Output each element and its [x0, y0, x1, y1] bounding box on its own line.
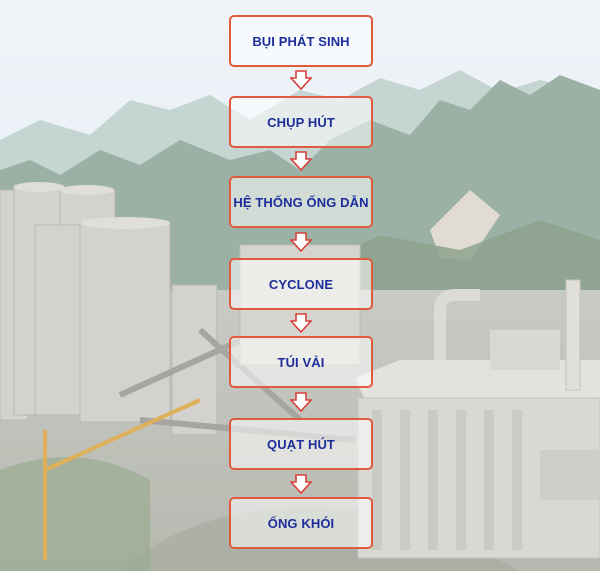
down-arrow-icon: [290, 474, 312, 494]
step-box-duct-system: HỆ THỐNG ỐNG DẪN: [229, 176, 373, 228]
step-box-bag-filter: TÚI VẢI: [229, 336, 373, 388]
silo-tops: [14, 182, 170, 229]
step-label: HỆ THỐNG ỐNG DẪN: [233, 194, 369, 210]
step-label: ỐNG KHÓI: [267, 515, 335, 531]
step-box-dust-generation: BỤI PHÁT SINH: [229, 15, 373, 67]
crane: [43, 398, 201, 560]
side-building: [490, 330, 560, 370]
main-building: [355, 360, 600, 559]
step-label: BỤI PHÁT SINH: [252, 33, 350, 49]
down-arrow-icon: [290, 392, 312, 412]
down-arrow-icon: [290, 151, 312, 171]
down-arrow-icon: [290, 70, 312, 90]
step-label: QUẠT HÚT: [267, 436, 335, 452]
chimney: [565, 279, 581, 391]
step-box-exhaust-fan: QUẠT HÚT: [229, 418, 373, 470]
green-patch: [0, 457, 150, 571]
down-arrow-icon: [290, 313, 312, 333]
step-label: CHỤP HÚT: [267, 114, 335, 130]
down-arrow-icon: [290, 232, 312, 252]
step-label: CYCLONE: [268, 276, 334, 292]
rock-face: [430, 190, 500, 260]
step-label: TÚI VẢI: [277, 354, 325, 370]
step-box-chimney: ỐNG KHÓI: [229, 497, 373, 549]
step-box-cyclone: CYCLONE: [229, 258, 373, 310]
duct: [434, 289, 480, 360]
step-box-suction-hood: CHỤP HÚT: [229, 96, 373, 148]
